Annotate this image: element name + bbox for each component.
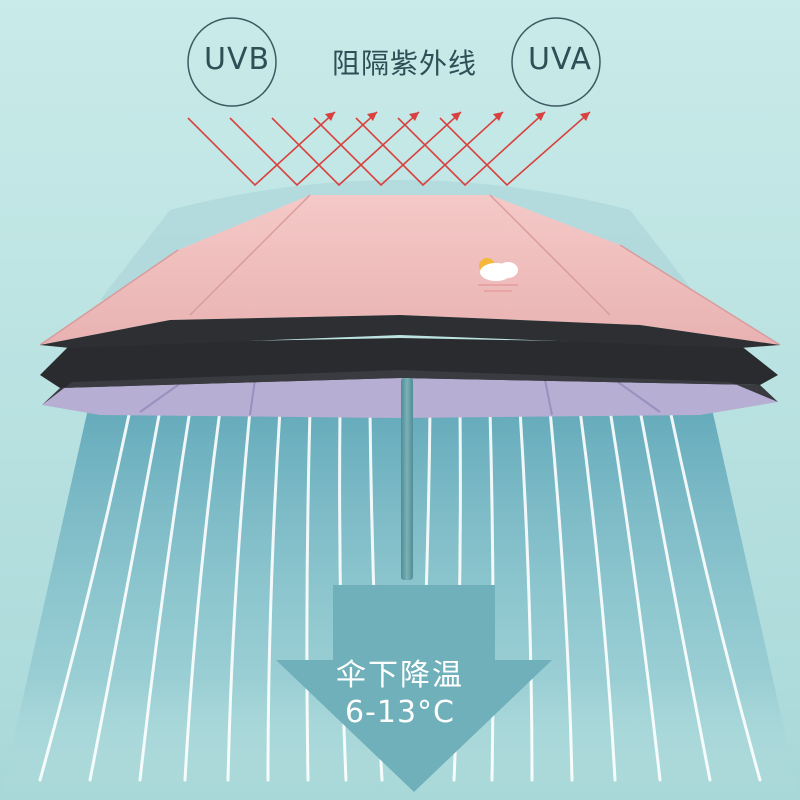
block-uv-label: 阻隔紫外线 (332, 47, 478, 80)
uvb-label: UVB (204, 42, 271, 77)
cooling-temperature: 6-13°C (344, 695, 456, 730)
ray-arrowheads (325, 112, 590, 121)
uva-label: UVA (528, 42, 593, 77)
canopy-black-lower (42, 370, 778, 405)
cooling-title: 伞下降温 (336, 658, 464, 693)
uva-circle (511, 17, 601, 107)
canopy-rim (40, 315, 780, 348)
canopy-seams (39, 194, 781, 346)
canopy-ribs (139, 379, 661, 416)
umbrella-shaft (401, 378, 413, 580)
canopy-pink-top (40, 195, 780, 345)
uvb-circle (187, 17, 277, 107)
canopy-black-layer (40, 338, 778, 388)
cloud-sun-logo-icon (478, 258, 518, 292)
cooling-down-arrow (276, 585, 552, 792)
uv-reflection-rays (187, 111, 591, 187)
